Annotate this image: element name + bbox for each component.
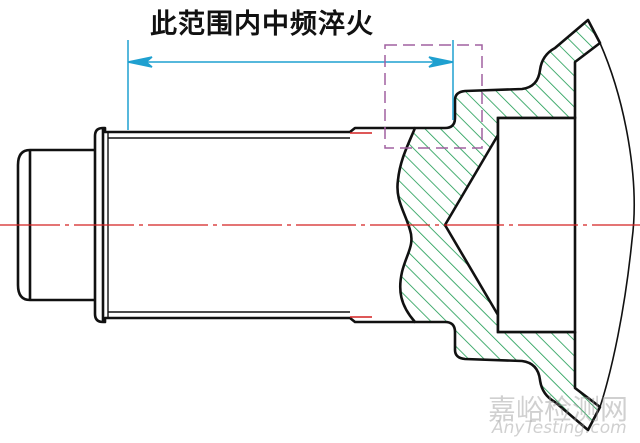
watermark-en: AnyTesting.com <box>492 418 627 438</box>
hardening-zone-box <box>384 44 483 149</box>
thread-lines <box>108 132 372 318</box>
watermark-cn: 嘉峪检测网 <box>488 393 629 426</box>
hardening-range-dimension <box>127 40 454 130</box>
annotation-title: 此范围内中频淬火 <box>150 9 374 40</box>
break-line-right <box>599 42 635 408</box>
